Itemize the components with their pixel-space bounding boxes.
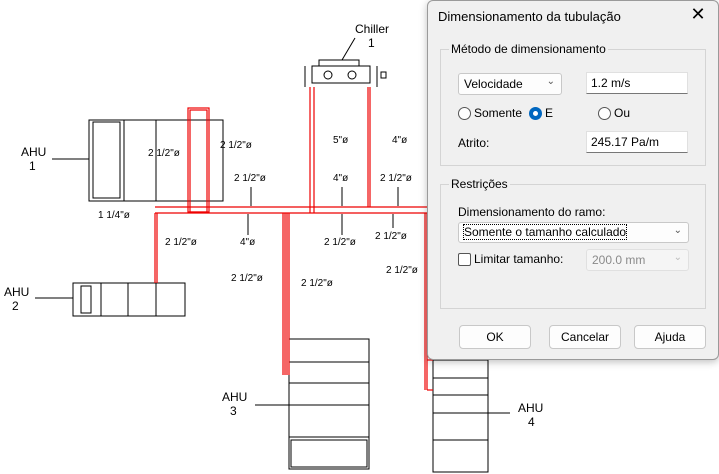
dialog-title: Dimensionamento da tubulação: [438, 9, 621, 24]
restrictions-group: Restrições Dimensionamento do ramo: Some…: [440, 177, 706, 309]
radio-label: E: [545, 106, 554, 120]
close-icon[interactable]: ✕: [690, 4, 706, 24]
pipe-size-label: 4"ø: [333, 173, 348, 184]
chiller-label: Chiller: [355, 22, 389, 36]
ahu-1-number: 1: [29, 159, 36, 173]
ahu-1-label: AHU: [21, 145, 46, 159]
pipe-size-label: 2 1/2"ø: [220, 140, 252, 151]
pipe-size-label: 2 1/2"ø: [231, 273, 263, 284]
cancel-button[interactable]: Cancelar: [549, 325, 621, 349]
pipe-size-label: 2 1/2"ø: [324, 237, 356, 248]
method-select-value: Velocidade: [464, 77, 523, 91]
restrictions-group-label: Restrições: [449, 177, 510, 191]
ahu-2-label: AHU: [4, 285, 29, 299]
branch-sizing-select[interactable]: Somente o tamanho calculado ⌄: [458, 222, 689, 243]
friction-input[interactable]: 245.17 Pa/m: [586, 131, 688, 153]
ahu-3-unit[interactable]: [288, 338, 370, 470]
radio-e[interactable]: E: [529, 106, 553, 120]
pipe-size-label: 2 1/2"ø: [234, 173, 266, 184]
radio-circle: [598, 106, 611, 120]
method-group: Método de dimensionamento Velocidade ⌄ 1.…: [440, 42, 706, 166]
pipe-size-label: 5"ø: [333, 135, 348, 146]
method-select[interactable]: Velocidade ⌄: [458, 73, 562, 95]
velocity-input[interactable]: 1.2 m/s: [586, 72, 688, 94]
ahu-4-unit[interactable]: [432, 359, 489, 473]
chiller-number: 1: [368, 36, 375, 50]
ahu-1-unit[interactable]: [88, 119, 224, 202]
radio-ou[interactable]: Ou: [598, 106, 630, 120]
pipe-size-label: 1 1/4"ø: [98, 210, 130, 221]
ahu-3-label: AHU: [222, 390, 247, 404]
ahu-3-number: 3: [230, 404, 237, 418]
branch-sizing-value: Somente o tamanho calculado: [462, 224, 628, 240]
pipe-size-label: 2 1/2"ø: [375, 231, 407, 242]
pipe-size-label: 2 1/2"ø: [301, 278, 333, 289]
radio-somente[interactable]: Somente: [458, 106, 522, 120]
pipe-size-label: 2 1/2"ø: [148, 148, 180, 159]
ahu-2-unit[interactable]: [72, 282, 186, 317]
limit-size-value: 200.0 mm: [592, 253, 646, 267]
chevron-down-icon: ⌄: [546, 76, 555, 87]
checkbox-box: [458, 252, 471, 266]
limit-size-checkbox[interactable]: Limitar tamanho:: [458, 252, 563, 266]
pipe-size-label: 2 1/2"ø: [386, 265, 418, 276]
ahu-4-label: AHU: [518, 401, 543, 415]
radio-label: Ou: [614, 106, 631, 120]
chevron-down-icon: ⌄: [673, 225, 682, 236]
pipe-size-label: 2 1/2"ø: [380, 173, 412, 184]
radio-circle: [458, 106, 471, 120]
ok-button[interactable]: OK: [459, 325, 531, 349]
radio-label: Somente: [474, 106, 523, 120]
method-group-label: Método de dimensionamento: [449, 42, 608, 56]
ahu-2-number: 2: [12, 299, 19, 313]
branch-sizing-label: Dimensionamento do ramo:: [458, 205, 606, 219]
limit-size-select[interactable]: 200.0 mm ⌄: [586, 249, 689, 271]
ahu-4-number: 4: [528, 415, 535, 429]
radio-circle-selected: [529, 106, 542, 120]
limit-size-label: Limitar tamanho:: [474, 252, 564, 266]
help-button[interactable]: Ajuda: [634, 325, 706, 349]
chiller-unit[interactable]: [304, 59, 387, 87]
pipe-size-label: 4"ø: [240, 237, 255, 248]
friction-label: Atrito:: [458, 136, 490, 150]
pipe-sizing-dialog: Dimensionamento da tubulação ✕ Método de…: [427, 0, 719, 360]
chevron-down-icon: ⌄: [673, 252, 682, 263]
pipe-size-label: 4"ø: [392, 135, 407, 146]
pipe-size-label: 2 1/2"ø: [165, 237, 197, 248]
